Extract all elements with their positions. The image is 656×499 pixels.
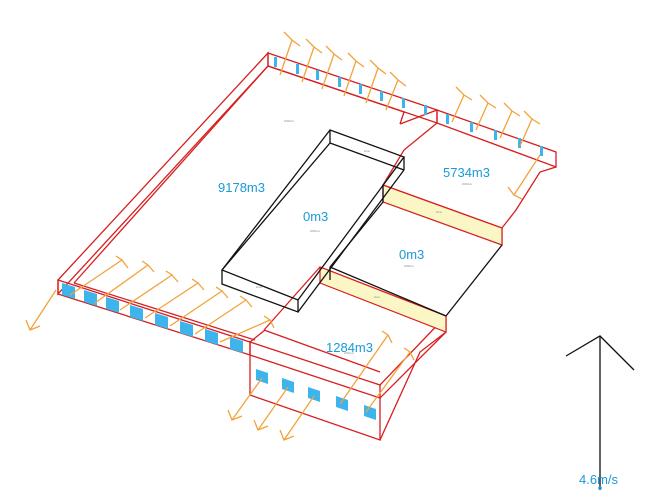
window-openings	[62, 57, 543, 420]
zone-volume-large: 9178m3	[218, 180, 265, 195]
wind-arrow-head	[565, 335, 635, 371]
zone-tag-9: Zone	[256, 285, 262, 289]
zone-volume-top-right: 5734m3	[443, 165, 490, 180]
perimeter-zone-outline	[57, 51, 557, 441]
wind-origin-dot	[598, 486, 602, 490]
zone-tag-1: 2000mm	[284, 119, 294, 123]
zone-tag-3: 2000mm	[310, 229, 320, 233]
zone-tag-6: 2000mm	[462, 182, 472, 186]
zone-tag-8: 2000mm	[344, 351, 354, 355]
zone-tag-7: Zone	[374, 295, 380, 299]
zone-tags: 2000mm Zone 2000mm 2000mm Zone 2000mm Zo…	[256, 119, 472, 355]
zone-tag-5: Zone	[436, 210, 442, 214]
airflow-arrows	[25, 31, 541, 441]
core-zone-outline	[220, 129, 503, 317]
zone-volume-core-bottom: 0m3	[399, 247, 424, 262]
partition-lower	[319, 266, 447, 333]
wind-speed-label: 4.6m/s	[579, 472, 619, 487]
zone-tag-4: 2000mm	[404, 264, 414, 268]
partition-upper	[382, 184, 503, 246]
zone-volume-core-top: 0m3	[303, 209, 328, 224]
zone-tag-2: Zone	[364, 149, 370, 153]
zone-volume-bottom-right: 1284m3	[326, 340, 373, 355]
wind-indicator: 4.6m/s	[565, 335, 635, 490]
